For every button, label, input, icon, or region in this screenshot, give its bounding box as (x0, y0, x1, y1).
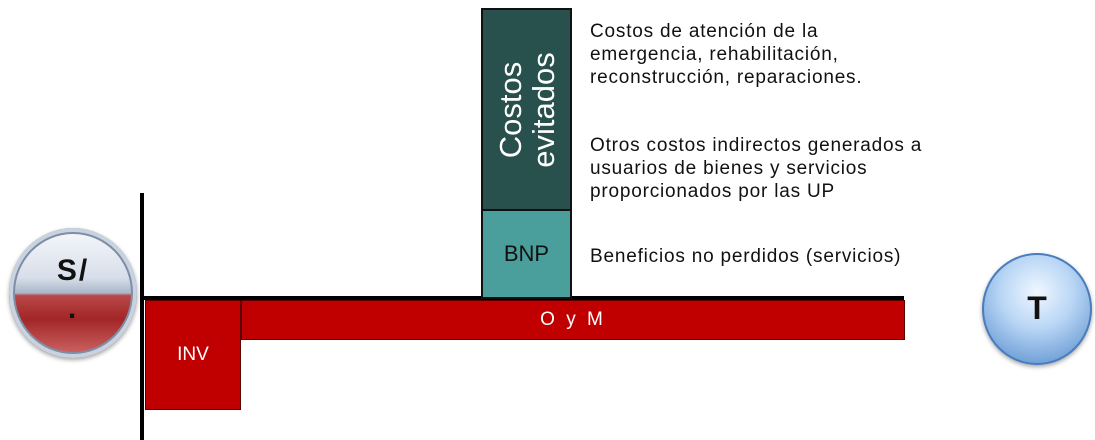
costos-evitados-line1: Costos (492, 61, 528, 158)
costos-evitados-line2: evitados (525, 51, 561, 168)
note-beneficios: Beneficios no perdidos (servicios) (590, 245, 1050, 268)
note-line: usuarios de bienes y servicios (590, 158, 868, 179)
costos-evitados-label: Costos evitados (492, 51, 561, 168)
note-line: Beneficios no perdidos (servicios) (590, 246, 902, 267)
costos-evitados-bar: Costos evitados (481, 8, 572, 211)
currency-symbol: S/ . (9, 252, 137, 328)
note-line: Otros costos indirectos generados a (590, 135, 923, 156)
inv-bar: INV (145, 300, 241, 410)
note-line: proporcionados por las UP (590, 181, 835, 202)
time-circle-icon (982, 253, 1092, 365)
vertical-axis (140, 193, 144, 440)
time-symbol: T (1027, 290, 1047, 326)
currency-coin-icon (9, 228, 137, 358)
currency-symbol-line1: S/ (56, 254, 90, 287)
note-line: emergencia, rehabilitación, (590, 44, 839, 65)
note-otros-costos: Otros costos indirectos generados a usua… (590, 134, 1050, 203)
note-line: Costos de atención de la (590, 21, 819, 42)
oym-bar: O y M (241, 300, 905, 340)
bnp-bar: BNP (481, 209, 572, 299)
currency-symbol-line2: . (67, 292, 79, 325)
note-line: reconstrucción, reparaciones. (590, 67, 863, 88)
note-costos-atencion: Costos de atención de la emergencia, reh… (590, 20, 1050, 89)
